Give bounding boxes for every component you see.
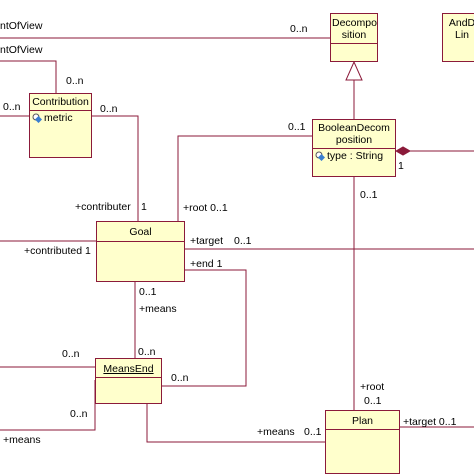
role-contributer: +contributer — [75, 201, 131, 213]
multiplicity-contributer: 1 — [141, 201, 147, 213]
association-line-contribution-top — [0, 60, 57, 93]
multiplicity-boolean-bottom: 0..1 — [360, 189, 378, 201]
association-line-goal-boolean — [177, 135, 312, 221]
association-line-contribution-goal — [92, 115, 139, 221]
role-contributed: +contributed 1 — [24, 245, 91, 257]
role-point-of-view-1: ntOfView — [0, 20, 43, 32]
attribute-type: type : String — [315, 150, 393, 162]
role-means-goal: +means — [139, 303, 177, 315]
role-means-plan: +means — [257, 426, 295, 438]
class-booleandecomposition[interactable]: BooleanDecom position type : String — [312, 119, 396, 177]
multiplicity-meansend-right: 0..n — [171, 372, 189, 384]
class-plan[interactable]: Plan — [325, 410, 400, 474]
role-target-goal: +target — [190, 235, 223, 247]
class-contribution[interactable]: Contribution metric — [29, 93, 92, 158]
class-contribution-name: Contribution — [32, 96, 89, 108]
multiplicity-contribution-left: 0..n — [3, 101, 21, 113]
role-means-bottom-left: +means — [3, 434, 41, 446]
association-line-goal-end — [162, 269, 247, 387]
multiplicity-boolean-composition: 1 — [398, 160, 404, 172]
class-andd[interactable]: AndD Lin — [442, 13, 474, 62]
class-plan-name: Plan — [351, 415, 373, 427]
attribute-metric-label: metric — [44, 112, 73, 124]
class-meansend[interactable]: MeansEnd — [95, 358, 162, 404]
class-meansend-name: MeansEnd — [103, 363, 154, 375]
multiplicity-meansend-left: 0..n — [62, 348, 80, 360]
role-point-of-view-2: ntOfView — [0, 44, 43, 56]
attribute-type-label: type : String — [327, 150, 384, 162]
attribute-metric: metric — [32, 112, 89, 124]
multiplicity-meansend-top: 0..n — [138, 346, 156, 358]
composition-diamond — [394, 146, 412, 156]
class-goal[interactable]: Goal — [96, 221, 185, 282]
role-target-plan: +target 0..1 — [403, 416, 457, 428]
class-decomposition-name: Decompo sition — [332, 17, 377, 41]
class-decomposition-attrs — [331, 43, 377, 60]
class-decomposition[interactable]: Decompo sition — [330, 13, 378, 62]
association-line-meansend-plan — [146, 404, 325, 443]
multiplicity-boolean-left: 0..1 — [288, 121, 306, 133]
attribute-icon — [315, 151, 325, 161]
multiplicity-goal-bottom: 0..1 — [139, 286, 157, 298]
class-goal-attrs — [97, 241, 184, 254]
multiplicity-contribution-top: 0..n — [66, 75, 84, 87]
role-root-plan: +root — [360, 381, 385, 393]
class-booleandecomposition-attrs: type : String — [313, 148, 395, 163]
class-andd-name: AndD Lin — [448, 17, 474, 41]
multiplicity-contribution-right: 0..n — [100, 103, 118, 115]
multiplicity-bottom-left: 0..n — [70, 408, 88, 420]
generalization-arrowhead — [345, 60, 363, 81]
role-end: +end 1 — [190, 258, 223, 270]
class-booleandecomposition-name: BooleanDecom position — [318, 122, 390, 146]
multiplicity-means-plan: 0..1 — [304, 426, 322, 438]
association-line-meansend-bottom — [0, 380, 96, 431]
attribute-icon — [32, 113, 42, 123]
multiplicity-root-plan: 0..1 — [364, 395, 382, 407]
class-plan-attrs — [326, 429, 399, 442]
multiplicity-target-goal: 0..1 — [234, 235, 252, 247]
class-contribution-attrs: metric — [30, 110, 91, 131]
role-root-goal: +root 0..1 — [183, 202, 228, 214]
class-goal-name: Goal — [129, 226, 152, 238]
class-meansend-attrs — [96, 377, 161, 388]
multiplicity-decomposition: 0..n — [290, 23, 308, 35]
